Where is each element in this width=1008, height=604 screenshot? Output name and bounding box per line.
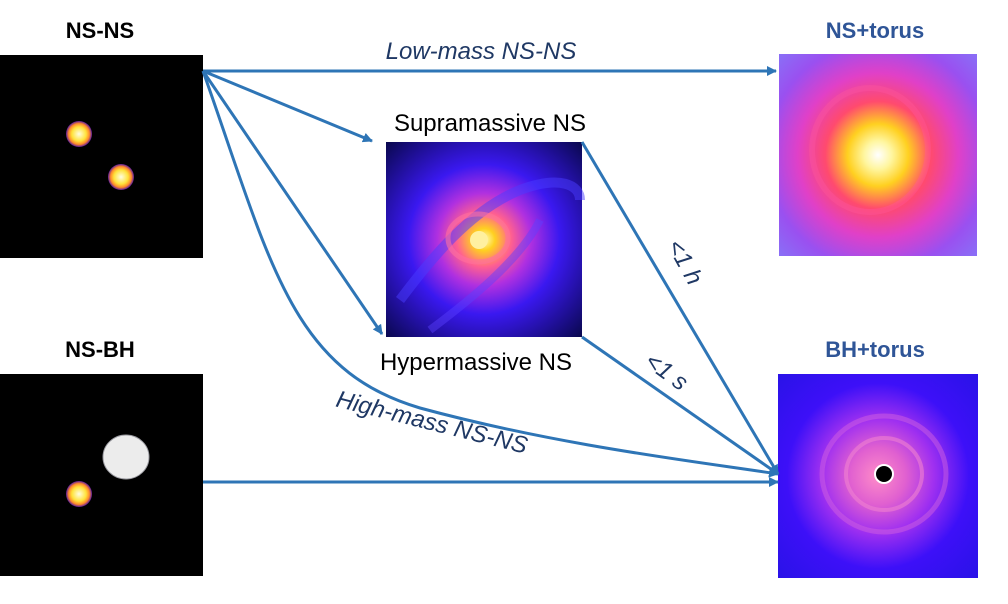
arrow-high-mass: [201, 70, 779, 478]
hypermassive-image: [386, 142, 585, 337]
arrow-to-supramassive: [202, 69, 373, 143]
ns-bh-label: NS-BH: [65, 337, 135, 362]
lt-1h-label: <1 h: [661, 235, 708, 290]
arrows: [201, 66, 780, 487]
supramassive-label: Supramassive NS: [394, 110, 586, 137]
arrow-to-hypermassive: [201, 70, 384, 335]
bh-torus-image: [778, 374, 978, 578]
ns-ns-label: NS-NS: [66, 18, 134, 43]
ns-torus-label: NS+torus: [826, 18, 924, 43]
hypermassive-label: Hypermassive NS: [380, 349, 572, 376]
ns-ns-image: [0, 55, 203, 258]
black-hole-icon: [874, 464, 894, 484]
high-mass-label: High-mass NS-NS: [333, 386, 530, 460]
ns-torus-image: [779, 54, 977, 256]
low-mass-label: Low-mass NS-NS: [386, 38, 577, 65]
arrow-supramassive-to-bh: [580, 141, 780, 475]
arrow-hypermassive-to-bh: [581, 335, 779, 476]
lt-1s-label: <1 s: [640, 347, 693, 396]
ns-bh-image: [0, 374, 203, 576]
bh-torus-label: BH+torus: [825, 337, 925, 362]
